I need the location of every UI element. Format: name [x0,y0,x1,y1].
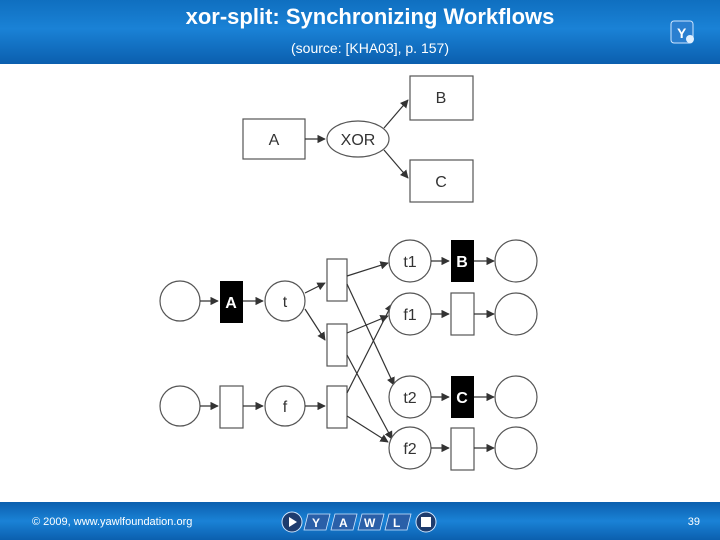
edge-xor-b [383,99,409,129]
edge-xor-c [383,149,409,179]
yawl-logo-icon: Y [670,20,694,44]
edge-trans3-f1 [346,303,393,394]
svg-text:A: A [339,516,348,530]
svg-text:W: W [364,516,376,530]
stop-icon[interactable] [415,511,437,533]
page-number: 39 [687,516,700,528]
svg-text:L: L [393,516,400,530]
task-a-top-label: A [269,132,280,149]
place-f1-label: f1 [403,307,416,324]
edge-t-trans2 [304,308,326,341]
place-start-top [159,280,201,322]
yawl-a-icon[interactable]: A [330,513,358,531]
yawl-y-icon[interactable]: Y [303,513,331,531]
place-t2-label: t2 [403,390,416,407]
yawl-l-icon[interactable]: L [384,513,412,531]
petri-net-bottom-diagram: A t f t1 f1 t2 f2 [159,239,538,471]
transition-f2-out [450,427,475,471]
play-icon[interactable] [281,511,303,533]
task-a-top [242,118,306,160]
task-b-bottom-label: B [456,254,468,271]
place-start-bottom [159,385,201,427]
task-b-top-label: B [436,90,447,107]
slide-header: xor-split: Synchronizing Workflows (sour… [0,0,720,64]
place-f2-label: f2 [403,441,416,458]
xor-split-top-diagram: A XOR B C [242,75,474,203]
task-a-bottom [220,281,243,323]
edge-trans1-t2 [346,283,395,386]
task-c-top-label: C [435,174,447,191]
svg-text:Y: Y [312,516,320,530]
transition-3 [326,385,348,429]
task-a-bottom-label: A [225,295,237,312]
slide-title: xor-split: Synchronizing Workflows [185,4,555,29]
edge-trans3-f2 [346,415,389,443]
slide-subtitle: (source: [KHA03], p. 157) [291,40,449,56]
place-out-f2 [494,426,538,470]
edge-t-trans1 [304,282,326,294]
place-t [264,280,306,322]
task-c-top [409,159,474,203]
transition-2 [326,323,348,367]
place-out-b [494,239,538,283]
transition-1 [326,258,348,302]
place-t1-label: t1 [403,254,416,271]
edge-trans2-f2 [346,354,393,440]
task-b-top [409,75,474,121]
yawl-nav-bar: Y A W L [281,511,437,533]
place-f-label: f [283,399,288,416]
task-c-bottom-label: C [456,390,468,407]
task-c-bottom [451,376,474,418]
edge-trans1-t1 [346,261,389,277]
slide-footer: © 2009, www.yawlfoundation.org Y A W L 3… [0,502,720,540]
xor-connector [326,120,390,158]
place-out-f1 [494,292,538,336]
place-t-label: t [283,294,288,311]
xor-label: XOR [341,132,376,149]
svg-text:Y: Y [677,25,687,41]
edge-trans2-f1 [346,315,389,334]
place-out-c [494,375,538,419]
task-b-bottom [451,240,474,282]
copyright-text: © 2009, www.yawlfoundation.org [32,516,193,528]
transition-f1-out [450,292,475,336]
transition-f-in [219,385,244,429]
yawl-w-icon[interactable]: W [357,513,385,531]
